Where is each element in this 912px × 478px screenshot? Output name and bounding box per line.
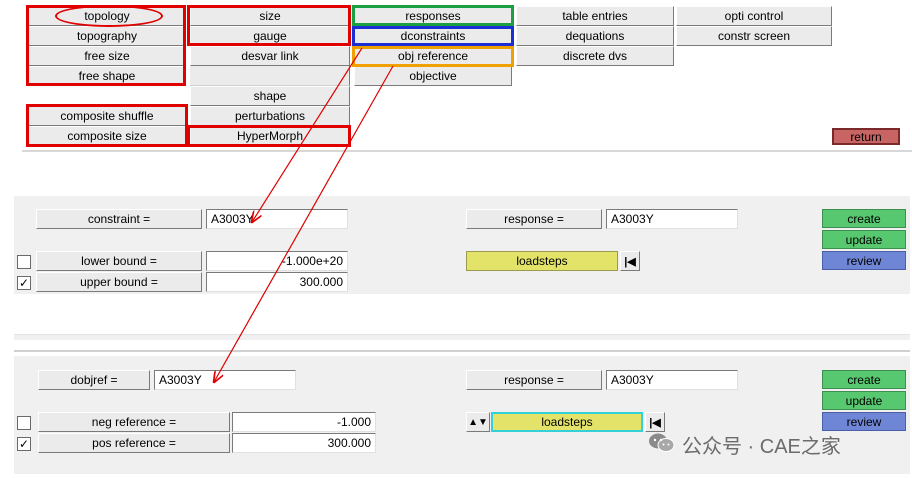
- upper-bound-checkbox[interactable]: ✓: [17, 276, 31, 290]
- menu-topography[interactable]: topography: [28, 26, 186, 46]
- dobjref-input[interactable]: A3003Y: [154, 370, 296, 390]
- menu-topology[interactable]: topology: [28, 6, 186, 26]
- section-divider: [14, 350, 910, 352]
- menu-table-entries[interactable]: table entries: [516, 6, 674, 26]
- response-input[interactable]: A3003Y: [606, 209, 738, 229]
- neg-reference-input[interactable]: -1.000: [232, 412, 376, 432]
- menu-responses[interactable]: responses: [354, 6, 512, 26]
- menu-free-size[interactable]: free size: [28, 46, 186, 66]
- menu-objective[interactable]: objective: [354, 66, 512, 86]
- dobjref-create-button[interactable]: create: [822, 370, 906, 389]
- menu-dconstraints[interactable]: dconstraints: [354, 26, 512, 46]
- lower-bound-label-button[interactable]: lower bound =: [36, 251, 202, 271]
- menu-discrete-dvs[interactable]: discrete dvs: [516, 46, 674, 66]
- wechat-icon: [648, 432, 676, 454]
- constraint-input[interactable]: A3003Y: [206, 209, 348, 229]
- skip-to-start-icon[interactable]: |◀: [620, 251, 640, 271]
- menu-desvar-link[interactable]: desvar link: [190, 46, 350, 66]
- menu-constr-screen[interactable]: constr screen: [676, 26, 832, 46]
- dobjref-loadsteps-button[interactable]: loadsteps: [491, 412, 643, 432]
- partial-row-strip: [14, 334, 910, 340]
- dobjref-response-label-button[interactable]: response =: [466, 370, 602, 390]
- menu-composite-size[interactable]: composite size: [28, 126, 186, 146]
- menu-obj-reference[interactable]: obj reference: [354, 46, 512, 66]
- dobjref-skip-to-start-icon[interactable]: |◀: [645, 412, 665, 432]
- neg-reference-checkbox[interactable]: [17, 416, 31, 430]
- dobjref-response-input[interactable]: A3003Y: [606, 370, 738, 390]
- neg-reference-label-button[interactable]: neg reference =: [38, 412, 230, 432]
- menu-shape[interactable]: shape: [190, 86, 350, 106]
- pos-reference-checkbox[interactable]: ✓: [17, 437, 31, 451]
- constraint-label-button[interactable]: constraint =: [36, 209, 202, 229]
- pos-reference-input[interactable]: 300.000: [232, 433, 376, 453]
- response-label-button[interactable]: response =: [466, 209, 602, 229]
- return-button[interactable]: return: [832, 128, 900, 145]
- menu-empty-slot: [190, 66, 350, 86]
- up-down-arrow-icon[interactable]: ▲▼: [466, 412, 490, 432]
- loadsteps-button[interactable]: loadsteps: [466, 251, 618, 271]
- create-button[interactable]: create: [822, 209, 906, 228]
- dobjref-update-button[interactable]: update: [822, 391, 906, 410]
- menu-divider: [22, 150, 912, 152]
- watermark-text: 公众号 · CAE之家: [682, 436, 841, 458]
- menu-gauge[interactable]: gauge: [190, 26, 350, 46]
- lower-bound-input[interactable]: -1.000e+20: [206, 251, 348, 271]
- dobjref-label-button[interactable]: dobjref =: [38, 370, 150, 390]
- update-button[interactable]: update: [822, 230, 906, 249]
- menu-dequations[interactable]: dequations: [516, 26, 674, 46]
- menu-size[interactable]: size: [190, 6, 350, 26]
- pos-reference-label-button[interactable]: pos reference =: [38, 433, 230, 453]
- review-button[interactable]: review: [822, 251, 906, 270]
- dobjref-review-button[interactable]: review: [822, 412, 906, 431]
- menu-composite-shuffle[interactable]: composite shuffle: [28, 106, 186, 126]
- upper-bound-input[interactable]: 300.000: [206, 272, 348, 292]
- menu-hypermorph[interactable]: HyperMorph: [190, 126, 350, 146]
- menu-opti-control[interactable]: opti control: [676, 6, 832, 26]
- lower-bound-checkbox[interactable]: [17, 255, 31, 269]
- upper-bound-label-button[interactable]: upper bound =: [36, 272, 202, 292]
- menu-perturbations[interactable]: perturbations: [190, 106, 350, 126]
- menu-free-shape[interactable]: free shape: [28, 66, 186, 86]
